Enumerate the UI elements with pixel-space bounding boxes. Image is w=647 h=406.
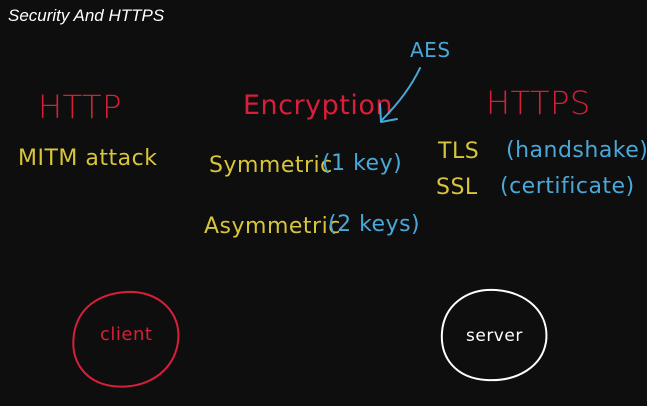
mitm-attack-label: MITM attack <box>18 146 158 171</box>
https-heading: HTTPS <box>486 84 591 122</box>
page-title: Security And HTTPS <box>8 6 165 25</box>
aes-label: AES <box>410 38 451 62</box>
server-label: server <box>466 326 523 346</box>
asymmetric-note: (2 keys) <box>328 212 421 237</box>
symmetric-label: Symmetric <box>209 153 333 178</box>
symmetric-note: (1 key) <box>322 151 403 176</box>
aes-arrowhead-icon <box>379 103 398 123</box>
aes-arrow-icon <box>380 67 421 122</box>
asymmetric-label: Asymmetric <box>204 214 341 239</box>
tls-note: (handshake) <box>506 138 647 163</box>
encryption-heading: Encryption <box>243 90 393 121</box>
client-circle <box>72 290 180 388</box>
ssl-note: (certificate) <box>500 174 635 199</box>
client-label: client <box>100 324 153 345</box>
ssl-label: SSL <box>436 175 478 200</box>
tls-label: TLS <box>438 139 480 164</box>
server-circle <box>440 288 548 382</box>
http-heading: HTTP <box>38 88 122 126</box>
